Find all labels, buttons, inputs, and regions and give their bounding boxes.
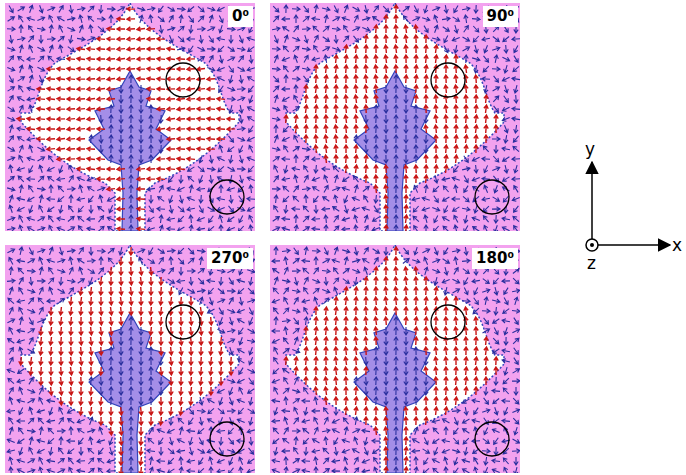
panel-body <box>5 3 255 231</box>
panel-body <box>270 245 520 473</box>
axis-arrow <box>591 162 593 245</box>
highlight-circle <box>210 422 244 456</box>
out-of-plane-axis <box>586 239 598 251</box>
magnetization-arrows <box>272 5 520 231</box>
angle-label: 90⁰ <box>483 6 518 27</box>
highlight-circle <box>431 63 465 97</box>
simulation-panel <box>270 245 520 475</box>
angle-label: 0⁰ <box>228 6 253 27</box>
highlight-circle <box>475 422 509 456</box>
out-of-plane-axis <box>590 243 594 247</box>
angle-label: 180⁰ <box>472 248 518 269</box>
panel-body <box>270 3 520 231</box>
highlight-circle <box>210 180 244 214</box>
simulation-panel <box>5 3 255 233</box>
magnetization-arrows <box>7 247 255 473</box>
highlight-circle <box>431 305 465 339</box>
simulation-panel <box>270 3 520 233</box>
angle-label: 270⁰ <box>207 248 253 269</box>
highlight-circle <box>475 180 509 214</box>
magnetization-arrows <box>272 247 520 473</box>
panel-body <box>5 245 255 473</box>
highlight-circle <box>166 63 200 97</box>
axis-arrow <box>592 244 670 246</box>
axis-label: z <box>587 254 596 273</box>
simulation-panel <box>5 245 255 475</box>
axis-label: y <box>585 140 595 159</box>
axis-label: x <box>672 236 682 255</box>
highlight-circle <box>166 305 200 339</box>
magnetization-arrows <box>7 5 255 231</box>
axes <box>586 162 670 251</box>
